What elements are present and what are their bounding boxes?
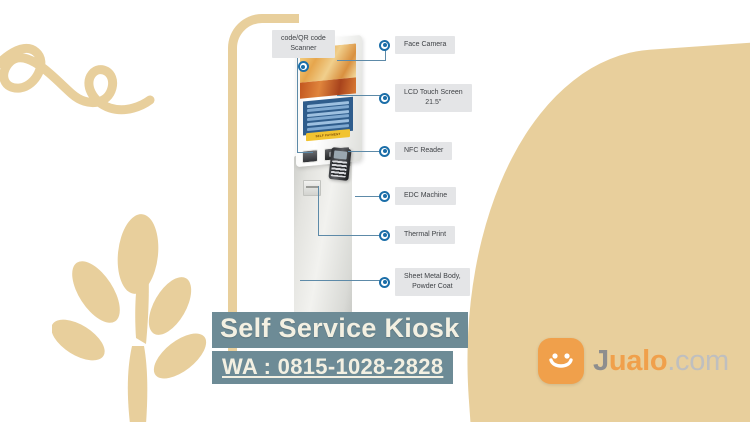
- callout-thermal-print-label: Thermal Print: [395, 226, 456, 245]
- callout-scanner[interactable]: code/QR code Scanner: [272, 30, 335, 73]
- leader-line-lcd: [337, 95, 382, 96]
- banner-title-band: Self Service Kiosk: [212, 312, 468, 348]
- leader-line-nfc: [348, 151, 382, 152]
- callout-lcd-screen-label: LCD Touch Screen 21.5": [395, 84, 472, 113]
- leader-line-thermal-v: [318, 186, 319, 235]
- leaf-branch: [51, 188, 217, 422]
- page-title: Self Service Kiosk: [220, 313, 460, 343]
- callout-nfc-reader[interactable]: NFC Reader: [379, 142, 453, 161]
- leader-line-face-camera-h: [337, 60, 386, 61]
- callout-thermal-print[interactable]: Thermal Print: [379, 226, 456, 245]
- promo-banner: Self Service Kiosk WA : 0815-1028-2828: [212, 312, 517, 384]
- callout-dot-icon: [297, 61, 309, 73]
- callout-sheet-metal[interactable]: Sheet Metal Body, Powder Coat: [379, 268, 470, 297]
- double-loop-swirl: [0, 8, 162, 138]
- callout-edc-machine[interactable]: EDC Machine: [379, 187, 457, 206]
- logo-text-j: J: [593, 344, 609, 377]
- callout-dot-icon: [379, 145, 390, 157]
- callout-dot-icon: [379, 39, 390, 51]
- callout-scanner-label: code/QR code Scanner: [272, 30, 335, 59]
- callout-nfc-reader-label: NFC Reader: [395, 142, 453, 161]
- callout-face-camera[interactable]: Face Camera: [379, 36, 456, 55]
- leader-line-sheet-metal: [300, 280, 382, 281]
- callout-sheet-metal-label: Sheet Metal Body, Powder Coat: [395, 268, 470, 297]
- whatsapp-contact: WA : 0815-1028-2828: [222, 353, 444, 379]
- callout-dot-icon: [379, 92, 390, 104]
- logo-text-com: .com: [667, 344, 729, 377]
- jualo-smiley-icon: [538, 338, 584, 384]
- banner-contact-band: WA : 0815-1028-2828: [212, 350, 454, 384]
- leader-line-thermal-h: [318, 235, 382, 236]
- callout-dot-icon: [379, 190, 390, 202]
- jualo-logo[interactable]: Jualo.com: [538, 338, 729, 384]
- edc-machine: [328, 147, 352, 181]
- callout-lcd-screen[interactable]: LCD Touch Screen 21.5": [379, 84, 472, 113]
- logo-text-ualo: ualo: [608, 344, 668, 377]
- callout-dot-icon: [379, 276, 390, 288]
- thermal-printer-slot: [303, 180, 321, 196]
- callout-face-camera-label: Face Camera: [395, 36, 456, 55]
- callout-edc-machine-label: EDC Machine: [395, 187, 457, 206]
- callout-dot-icon: [379, 229, 390, 241]
- leader-line-scanner: [297, 56, 298, 152]
- leader-line-edc: [355, 196, 382, 197]
- jualo-wordmark: Jualo.com: [593, 345, 729, 378]
- leader-line-scanner-h: [297, 152, 313, 153]
